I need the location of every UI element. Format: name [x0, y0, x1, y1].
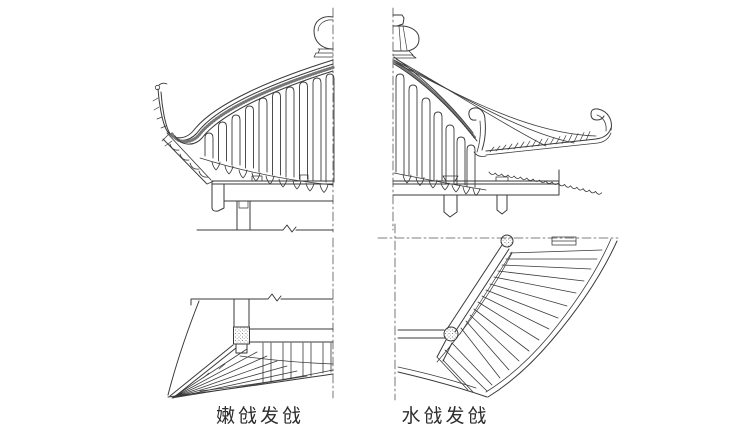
gable-eave-edge — [168, 301, 199, 395]
tile-ribs — [200, 74, 334, 193]
right-corner-plan — [378, 224, 618, 400]
eave-beam-and-columns — [393, 170, 559, 217]
purlin-arc — [437, 253, 512, 362]
front-eave-inner — [398, 367, 476, 388]
drip-tiles — [403, 175, 480, 196]
eave-edge — [168, 374, 333, 397]
wall-plate-band — [249, 329, 333, 342]
eave-beam-and-column — [197, 175, 333, 232]
eave-edge-outer — [488, 241, 617, 397]
corner-column-plan — [444, 327, 458, 341]
side-eave — [486, 109, 611, 194]
diagonal-beam-plan — [170, 345, 236, 398]
front-eave-edge — [398, 372, 487, 397]
corner-ridge-band — [394, 57, 477, 141]
diagonal-beam-plan — [437, 245, 512, 392]
left-corner-plan — [168, 238, 333, 398]
finial — [314, 17, 333, 57]
rafter-fan — [445, 250, 602, 391]
rafter-fan — [172, 349, 307, 398]
straight-rafters — [263, 343, 331, 383]
eave-ridge-band — [158, 60, 333, 144]
right-corner-elevation — [393, 8, 611, 230]
eave-inner-edge — [200, 370, 333, 391]
wall-line — [191, 294, 333, 305]
ridge-beam-plan — [552, 237, 576, 245]
tile-end-scallops — [489, 172, 602, 194]
ridge-column-plan — [501, 235, 513, 247]
corner-upturn-tip — [153, 83, 214, 184]
left-panel-caption: 嫩戗发戗 — [215, 406, 304, 427]
tile-ribs — [394, 74, 486, 196]
eave-edge-inner — [486, 239, 611, 392]
corner-column-plan — [234, 299, 250, 353]
ground-line — [197, 225, 333, 232]
wall-plate-band — [398, 330, 445, 338]
purlin-line — [240, 356, 333, 364]
finial — [393, 15, 419, 58]
roof-surface-lines — [396, 59, 596, 146]
rafter-hatch — [490, 132, 590, 153]
corner-hook-right — [591, 109, 611, 131]
left-corner-elevation — [153, 8, 334, 232]
right-panel-caption: 水戗发戗 — [401, 406, 490, 427]
